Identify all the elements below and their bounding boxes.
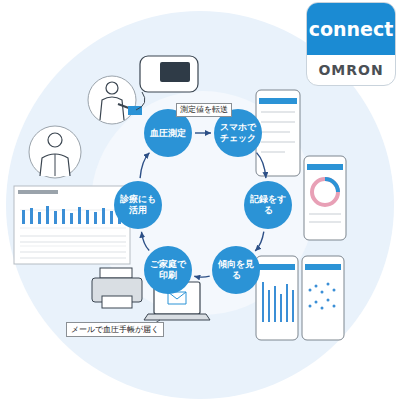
node-text: 血圧測定 [148, 128, 188, 139]
flow-arrow [194, 275, 209, 277]
logo-word: connect [307, 3, 395, 55]
flow-arrow [255, 232, 264, 251]
node-text: ご家庭で 印刷 [148, 259, 188, 281]
doctor-illustration [29, 126, 81, 178]
node-text: 記録をする [248, 194, 288, 216]
node-text: スマホで チェック [218, 122, 258, 144]
flow-arrow [141, 232, 149, 251]
node-text: メールで血圧手帳が届く [71, 324, 159, 335]
flow-arrow [140, 153, 149, 178]
app-logo: connectOMRON [306, 2, 396, 86]
step-circle: ご家庭で 印刷 [144, 246, 192, 294]
step-circle: 診療にも 活用 [114, 181, 162, 229]
background-circle [6, 11, 394, 399]
edge-label: 測定値を転送 [176, 103, 232, 117]
callout-box: メールで血圧手帳が届く [66, 322, 164, 337]
node-text: 診療にも 活用 [118, 194, 158, 216]
brand-name: OMRON [307, 55, 395, 85]
report-sheet [14, 186, 130, 264]
step-circle: 傾向を見る [212, 246, 260, 294]
flow-arrow [257, 153, 266, 178]
step-circle: 記録をする [244, 181, 292, 229]
node-text: 傾向を見る [216, 259, 256, 281]
flow-arrow [195, 132, 211, 133]
